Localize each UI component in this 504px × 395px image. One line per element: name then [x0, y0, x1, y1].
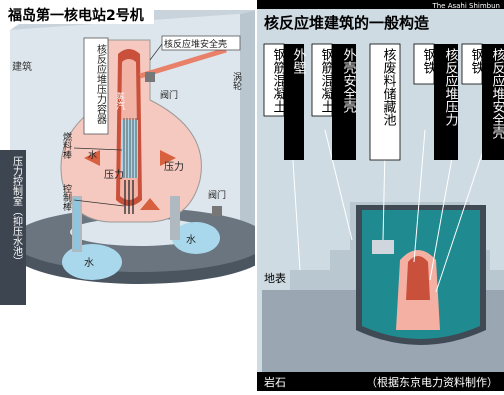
- legend-containment-part1: 钢筋混凝土: [319, 48, 335, 113]
- control-rods-label: 控制棒: [61, 183, 72, 212]
- credit: The Asahi Shimbun: [431, 2, 500, 10]
- water-left-label: 水: [84, 257, 94, 269]
- steam-label: 蒸汽: [114, 91, 125, 110]
- legend-rpv-part1: 钢铁: [421, 48, 437, 74]
- pressure-inner-label: 压力: [104, 168, 124, 181]
- pressure-outer-label: 压力: [164, 160, 184, 173]
- building-label: 建筑: [12, 60, 32, 73]
- legend-outer-wall-part2: 外壁: [291, 48, 307, 74]
- containment-label: 核反应堆安全壳: [164, 38, 227, 50]
- spent-fuel-pool: [372, 240, 394, 254]
- source-label: （根据东京电力资料制作）: [366, 375, 498, 389]
- turbine-label: 涡轮: [231, 72, 242, 90]
- legend-pool: 核废料储藏池: [381, 48, 397, 126]
- suppression-label: 压力控制室（抑压水池）: [11, 156, 23, 266]
- left-panel: 建筑 水 水: [0, 0, 272, 391]
- fuel-rods-label: 燃料棒: [61, 131, 72, 160]
- valve-lower-label: 阀门: [208, 189, 226, 201]
- right-title: 核反应堆建筑的一般构造: [264, 14, 429, 32]
- panel-divider: [255, 0, 257, 391]
- legend-outer-wall-part1: 钢筋混凝土: [271, 48, 287, 113]
- legend-containment-part2: 外壳安全壳: [341, 48, 357, 114]
- ground-label: 地表: [264, 271, 286, 285]
- legend-shell-part1: 钢铁: [469, 48, 485, 74]
- water-upper-label: 水: [88, 149, 97, 161]
- valve-upper-label: 阀门: [160, 89, 178, 101]
- valve-lower-icon: [212, 206, 222, 216]
- left-title: 福岛第一核电站2号机: [7, 7, 144, 24]
- pressure-vessel-label: 核反应堆压力容器: [95, 43, 107, 125]
- water-right-label: 水: [186, 234, 196, 246]
- building-side: [240, 10, 256, 246]
- rock-label: 岩石: [264, 375, 286, 389]
- valve-upper-icon: [145, 72, 155, 82]
- legend-shell-part2: 核反应堆安全壳: [490, 48, 504, 140]
- legend-rpv-part2: 核反应堆压力: [443, 48, 459, 127]
- vent-pipe-right: [170, 196, 180, 240]
- rpv-cross-section: [406, 256, 430, 300]
- right-panel: The Asahi Shimbun 核反应堆建筑的一般构造 地表 钢筋混凝土: [256, 0, 504, 391]
